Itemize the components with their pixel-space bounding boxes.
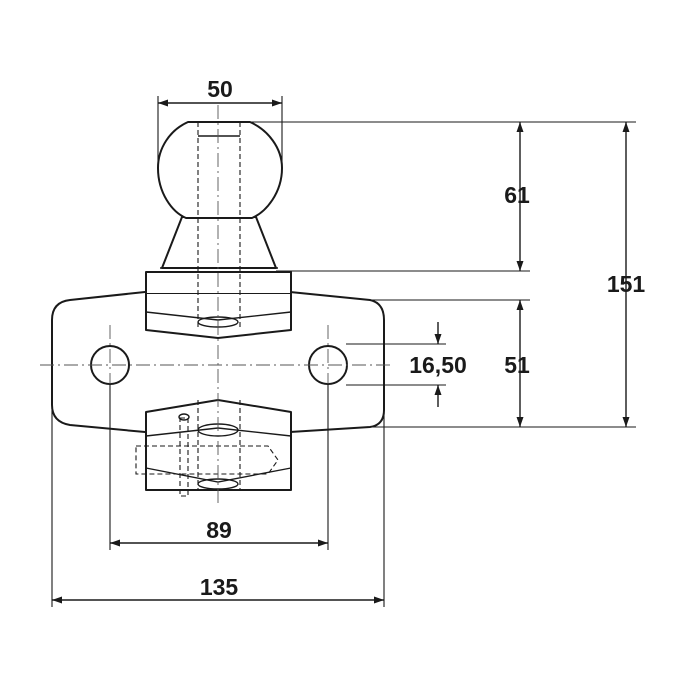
dim-label-hole-spacing: 89 bbox=[206, 517, 232, 543]
dim-label-ball-diameter: 50 bbox=[207, 76, 233, 102]
tow-ball bbox=[157, 121, 283, 490]
dim-label-plate-height: 51 bbox=[504, 352, 530, 378]
locking-pin bbox=[179, 417, 189, 497]
extension-lines bbox=[51, 96, 636, 607]
upper-clamp-block bbox=[145, 271, 292, 339]
lower-clamp-block bbox=[135, 399, 292, 497]
dim-label-hole-offset: 16,50 bbox=[409, 352, 467, 378]
dim-label-ball-height: 61 bbox=[504, 182, 530, 208]
dim-label-total-height: 151 bbox=[607, 271, 646, 297]
dim-label-plate-width: 135 bbox=[200, 574, 239, 600]
